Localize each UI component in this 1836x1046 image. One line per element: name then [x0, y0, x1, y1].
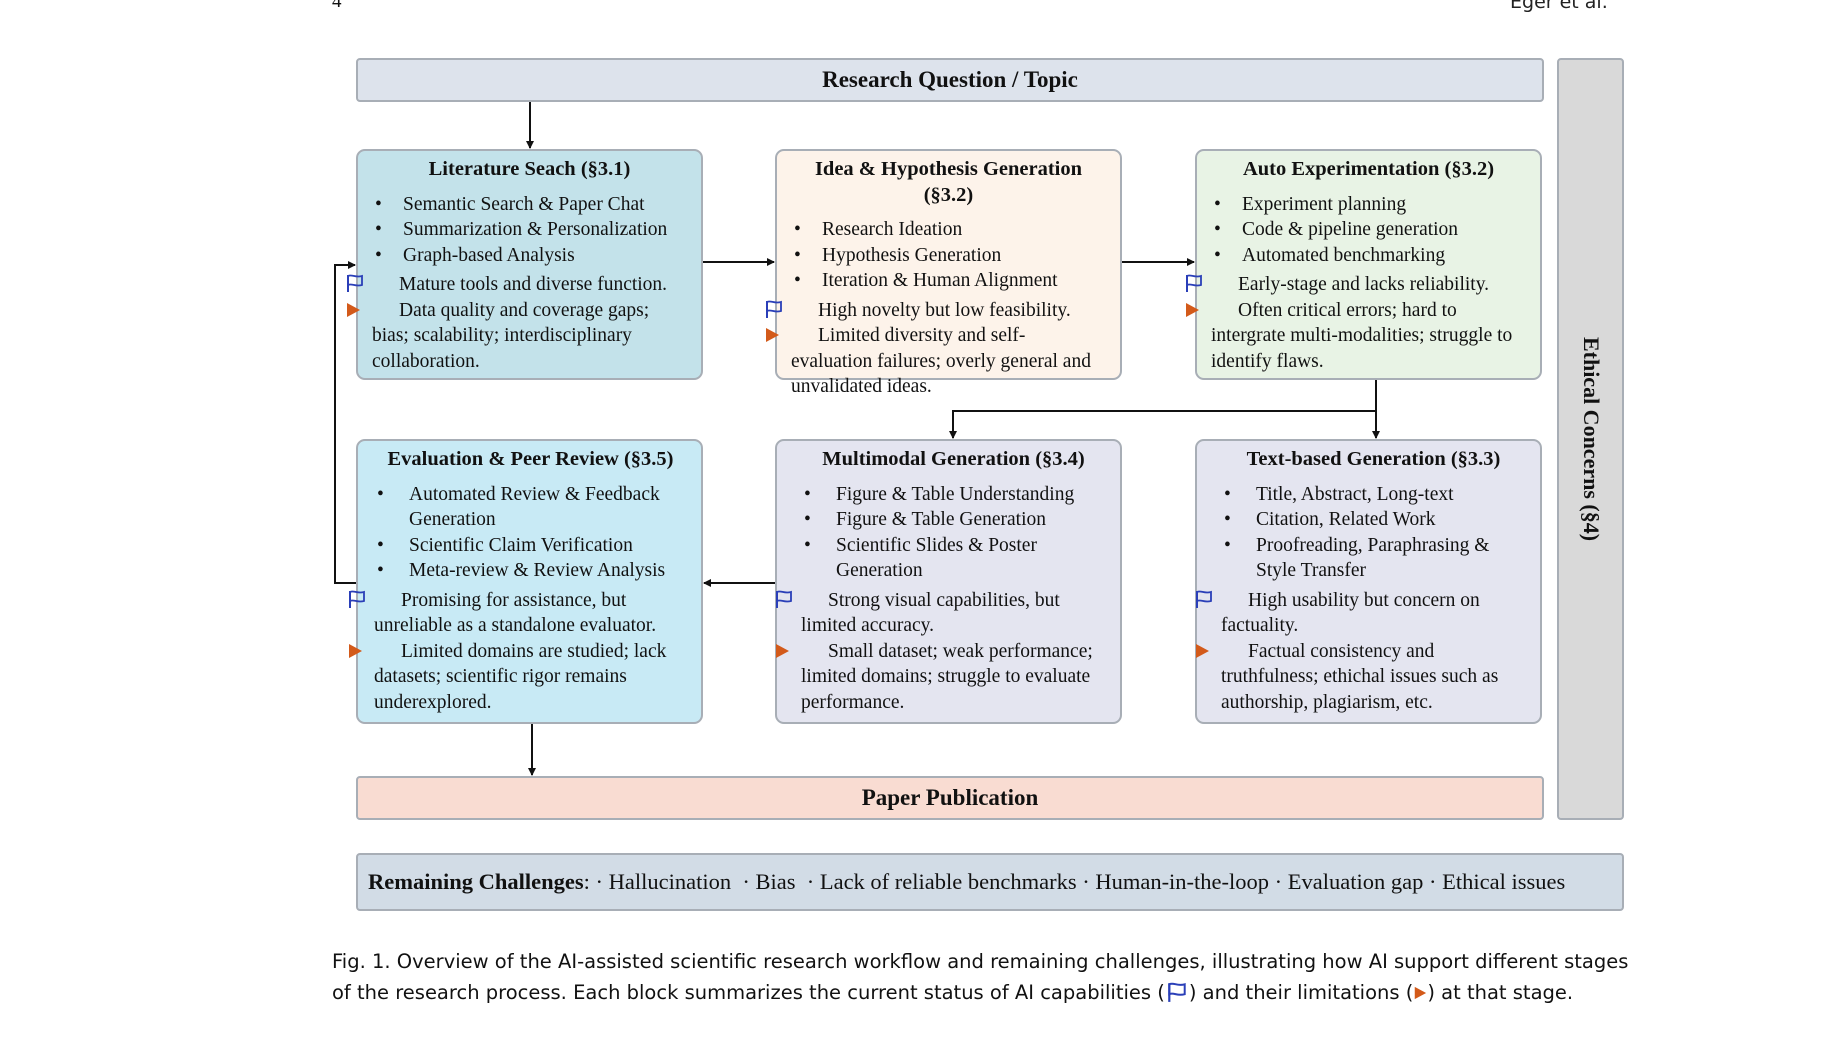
limitation-note: Limited domains are studied; lack datase… — [349, 639, 687, 716]
triangle-icon — [764, 323, 780, 349]
flag-icon — [764, 298, 784, 324]
box-title: Idea & Hypothesis Generation (§3.2) — [814, 158, 1083, 206]
list-item: Summarization & Personalization — [372, 217, 687, 243]
capability-text: Early-stage and lacks reliability. — [1238, 274, 1490, 295]
evaluation-peer-review-box: Evaluation & Peer Review (§3.5) Automate… — [349, 439, 703, 724]
capability-note: High usability but concern on factuality… — [1196, 588, 1526, 639]
capability-note: Strong visual capabilities, but limited … — [776, 588, 1106, 639]
list-item: Code & pipeline generation — [1211, 217, 1526, 243]
box-title: Multimodal Generation (§3.4) — [822, 448, 1085, 470]
list-item: Scientific Claim Verification — [374, 533, 687, 559]
limitation-text: Small dataset; weak performance; limited… — [801, 640, 1093, 713]
capability-text: Mature tools and diverse function. — [399, 274, 668, 295]
box-title: Literature Seach (§3.1) — [428, 158, 631, 180]
box-title: Evaluation & Peer Review (§3.5) — [387, 448, 674, 470]
box-title: Auto Experimentation (§3.2) — [1242, 158, 1495, 180]
limitation-text: Data quality and coverage gaps; bias; sc… — [372, 299, 650, 372]
ethical-concerns-label: Ethical Concerns (§4) — [1578, 336, 1604, 542]
list-item: Research Ideation — [791, 217, 1106, 243]
limitation-text: Limited diversity and self-evaluation fa… — [791, 325, 1091, 397]
challenges-label: Remaining Challenges — [368, 869, 584, 894]
limitation-text: Limited domains are studied; lack datase… — [374, 640, 667, 713]
list-item: Graph-based Analysis — [372, 243, 687, 269]
limitation-note: Factual consistency and truthfulness; et… — [1196, 639, 1526, 716]
list-item: Scientific Slides & Poster Generation — [801, 533, 1106, 584]
capability-note: High novelty but low feasibility. — [766, 298, 1106, 324]
limitation-text: Factual consistency and truthfulness; et… — [1221, 640, 1499, 713]
triangle-icon — [347, 639, 363, 665]
literature-search-box: Literature Seach (§3.1) Semantic Search … — [347, 149, 703, 380]
arrow-experiment-to-multimodal — [949, 410, 1376, 439]
list-item: Automated Review & Feedback Generation — [374, 482, 687, 533]
capability-text: High usability but concern on factuality… — [1221, 589, 1480, 637]
ethical-concerns-bar: Ethical Concerns (§4) — [1557, 58, 1624, 820]
caption-text: ) and their limitations ( — [1188, 981, 1414, 1004]
list-item: Experiment planning — [1211, 192, 1526, 218]
page-number: 4 — [332, 0, 342, 12]
triangle-icon — [774, 639, 790, 665]
list-item: Figure & Table Generation — [801, 507, 1106, 533]
flag-icon — [1165, 981, 1189, 1004]
figure-caption: Fig. 1. Overview of the AI-assisted scie… — [332, 946, 1632, 1008]
capability-text: Strong visual capabilities, but limited … — [801, 589, 1060, 637]
flag-icon — [347, 588, 367, 614]
paper-publication-bar: Paper Publication — [356, 776, 1544, 820]
remaining-challenges-bar: Remaining Challenges: · Hallucination · … — [356, 853, 1624, 911]
limitation-note: Limited diversity and self-evaluation fa… — [766, 323, 1106, 400]
auto-experimentation-box: Auto Experimentation (§3.2) Experiment p… — [1186, 149, 1542, 380]
list-item: Title, Abstract, Long-text — [1221, 482, 1526, 508]
flag-icon — [345, 272, 365, 298]
flag-icon — [1194, 588, 1214, 614]
research-question-bar: Research Question / Topic — [356, 58, 1544, 102]
triangle-icon — [345, 298, 361, 324]
limitation-note: Often critical errors; hard to intergrat… — [1186, 298, 1526, 375]
idea-hypothesis-box: Idea & Hypothesis Generation (§3.2) Rese… — [766, 149, 1122, 397]
list-item: Proofreading, Paraphrasing & Style Trans… — [1221, 533, 1526, 584]
caption-text: ) at that stage. — [1427, 981, 1574, 1004]
capability-text: Promising for assistance, but unreliable… — [374, 589, 657, 637]
capability-text: High novelty but low feasibility. — [818, 299, 1071, 321]
flag-icon — [1184, 272, 1204, 298]
triangle-icon — [1194, 639, 1210, 665]
limitation-note: Data quality and coverage gaps; bias; sc… — [347, 298, 687, 375]
flag-icon — [774, 588, 794, 614]
list-item: Semantic Search & Paper Chat — [372, 192, 687, 218]
limitation-text: Often critical errors; hard to intergrat… — [1211, 299, 1513, 372]
triangle-icon — [1413, 981, 1427, 1004]
list-item: Automated benchmarking — [1211, 243, 1526, 269]
caption-text: Fig. 1. Overview of the AI-assisted scie… — [332, 950, 1629, 1004]
list-item: Iteration & Human Alignment — [791, 268, 1106, 294]
running-header-author: Eger et al. — [1510, 0, 1608, 13]
triangle-icon — [1184, 298, 1200, 324]
list-item: Figure & Table Understanding — [801, 482, 1106, 508]
capability-note: Mature tools and diverse function. — [347, 272, 687, 298]
list-item: Citation, Related Work — [1221, 507, 1526, 533]
challenges-list: : · Hallucination · Bias · Lack of relia… — [583, 869, 1566, 894]
capability-note: Early-stage and lacks reliability. — [1186, 272, 1526, 298]
box-title: Text-based Generation (§3.3) — [1246, 448, 1501, 470]
list-item: Hypothesis Generation — [791, 243, 1106, 269]
text-based-generation-box: Text-based Generation (§3.3) Title, Abst… — [1195, 439, 1542, 724]
list-item: Meta-review & Review Analysis — [374, 558, 687, 584]
multimodal-generation-box: Multimodal Generation (§3.4) Figure & Ta… — [775, 439, 1122, 724]
capability-note: Promising for assistance, but unreliable… — [349, 588, 687, 639]
limitation-note: Small dataset; weak performance; limited… — [776, 639, 1106, 716]
